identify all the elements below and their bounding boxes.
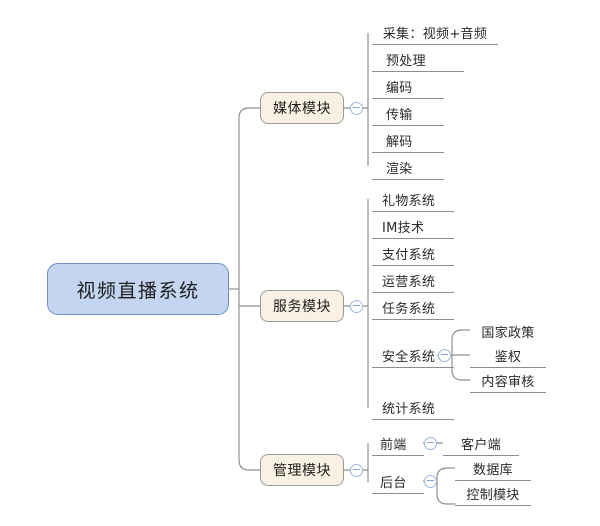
leaf-node[interactable]: 采集：视频+音频 — [372, 21, 498, 45]
leaf-node[interactable]: 运营系统 — [372, 269, 454, 293]
leaf-node[interactable]: 预处理 — [372, 48, 464, 72]
leaf-node[interactable]: 数据库 — [455, 457, 531, 481]
leaf-node[interactable]: 客户端 — [443, 432, 519, 456]
collapse-minus-icon-backend[interactable] — [424, 474, 437, 488]
leaf-node[interactable]: 控制模块 — [455, 482, 531, 506]
leaf-node[interactable]: 国家政策 — [481, 325, 535, 341]
leaf-node[interactable]: 支付系统 — [372, 242, 454, 266]
collapse-minus-icon-media[interactable] — [350, 101, 363, 115]
root-node[interactable]: 视频直播系统 — [47, 263, 229, 315]
branch-node-service-label: 服务模块 — [273, 299, 331, 315]
branch-node-media-label: 媒体模块 — [273, 101, 331, 117]
branch-node-manage[interactable]: 管理模块 — [260, 454, 344, 486]
collapse-minus-icon-security[interactable] — [438, 348, 451, 362]
leaf-node[interactable]: IM技术 — [372, 215, 454, 239]
leaf-node-frontend[interactable]: 前端 — [372, 432, 424, 456]
root-node-label: 视频直播系统 — [76, 279, 200, 302]
leaf-node[interactable]: 编码 — [372, 75, 444, 99]
collapse-minus-icon-manage[interactable] — [350, 463, 363, 477]
leaf-node[interactable]: 礼物系统 — [372, 188, 454, 212]
leaf-node[interactable]: 渲染 — [372, 156, 444, 180]
collapse-minus-icon-frontend[interactable] — [424, 436, 437, 450]
collapse-minus-icon-service[interactable] — [350, 299, 363, 313]
leaf-node[interactable]: 任务系统 — [372, 296, 454, 320]
leaf-node[interactable]: 内容审核 — [470, 369, 546, 393]
leaf-node[interactable]: 鉴权 — [470, 344, 546, 368]
branch-node-manage-label: 管理模块 — [273, 463, 331, 479]
leaf-node[interactable]: 解码 — [372, 129, 444, 153]
leaf-node[interactable]: 统计系统 — [372, 396, 454, 420]
leaf-node[interactable]: 传输 — [372, 102, 444, 126]
leaf-node-backend[interactable]: 后台 — [372, 470, 424, 494]
leaf-node-security[interactable]: 安全系统 — [372, 344, 454, 368]
branch-node-service[interactable]: 服务模块 — [260, 290, 344, 322]
branch-node-media[interactable]: 媒体模块 — [260, 92, 344, 124]
